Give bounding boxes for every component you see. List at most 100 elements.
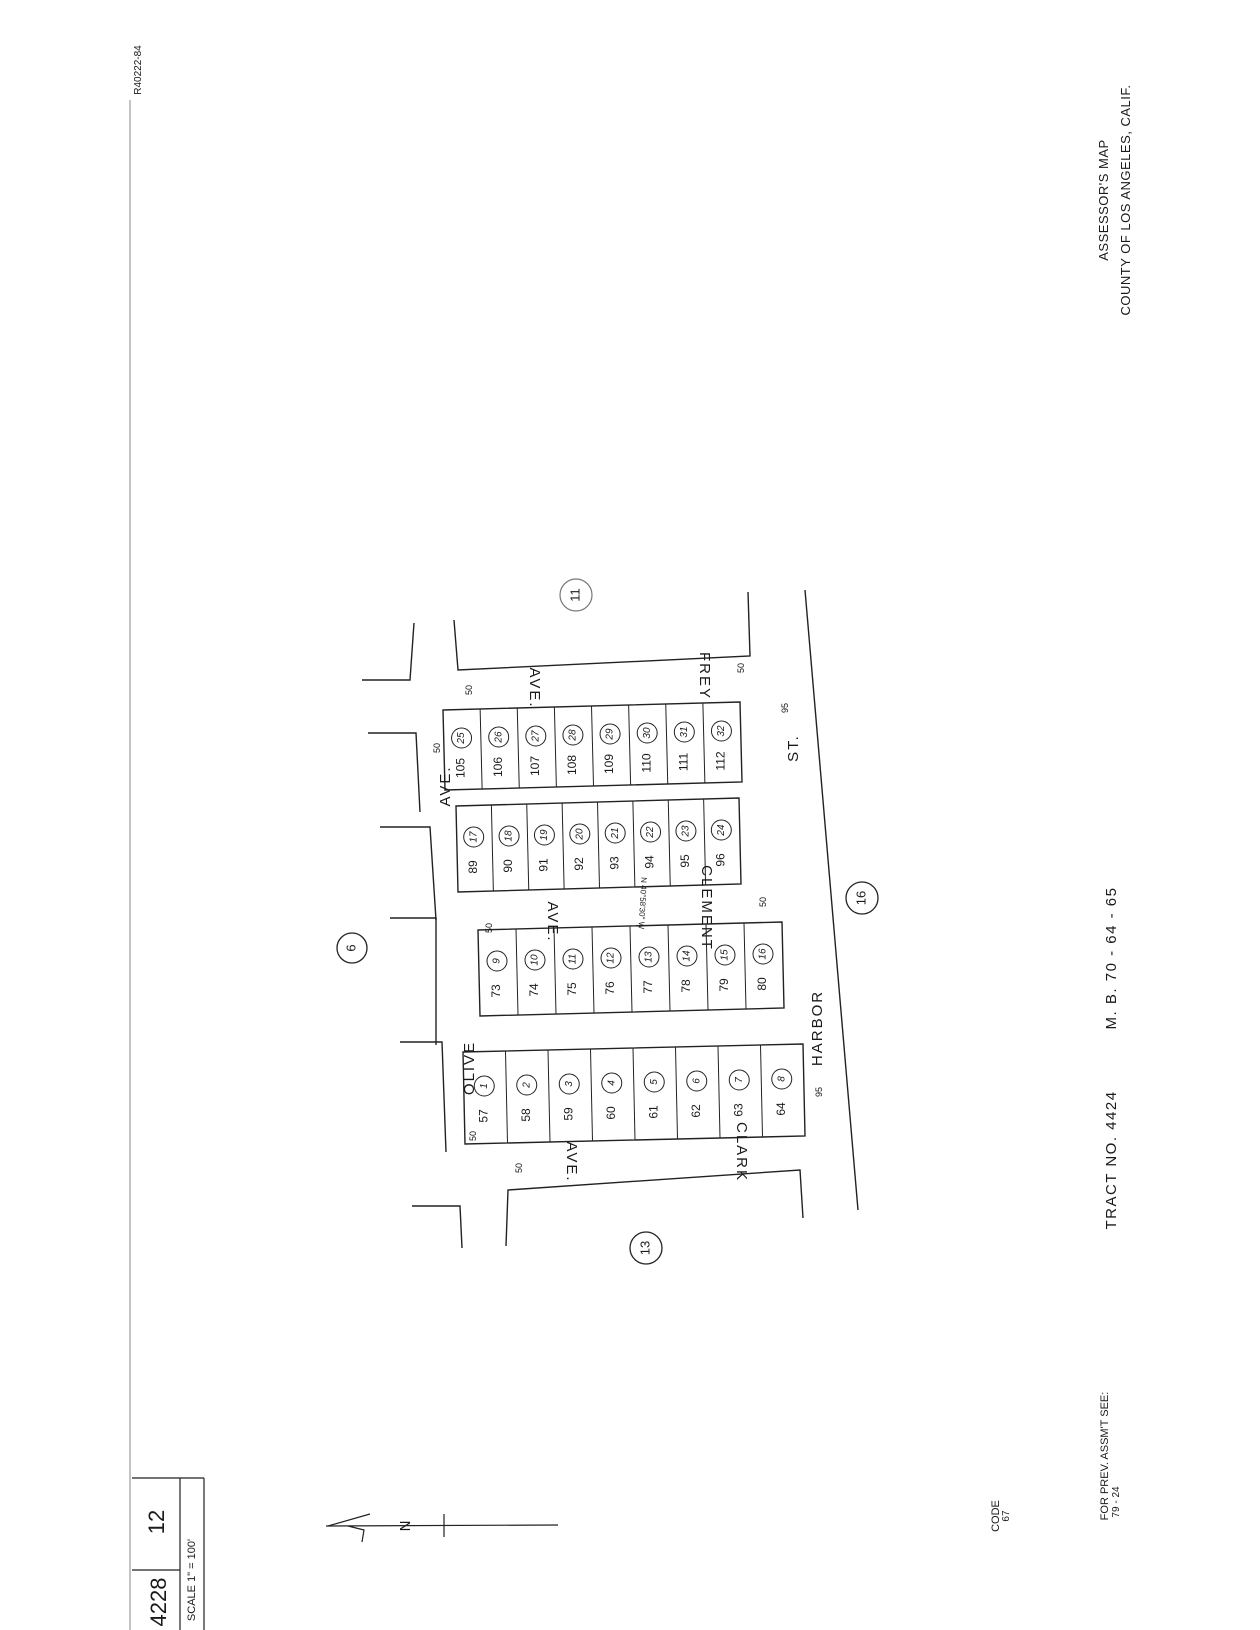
parcel-number: 15 bbox=[720, 949, 731, 961]
lot-block-outline bbox=[477, 921, 785, 1017]
lot-number: 64 bbox=[774, 1102, 788, 1116]
parcel-number: 3 bbox=[564, 1081, 575, 1087]
parcel-circle bbox=[686, 1070, 708, 1092]
lot-number: 80 bbox=[755, 977, 769, 991]
parcel-circle bbox=[771, 1068, 793, 1090]
parcel-circle bbox=[636, 722, 658, 744]
parcel-circle bbox=[710, 819, 732, 841]
block-6-label: 6 bbox=[343, 944, 358, 951]
parcel-number: 24 bbox=[716, 824, 727, 837]
parcel-circle bbox=[714, 944, 736, 966]
lot-number: 60 bbox=[604, 1106, 618, 1120]
lot-line bbox=[547, 1049, 551, 1143]
lot-line bbox=[703, 798, 707, 886]
lot-block-outline bbox=[462, 1043, 806, 1145]
page-index-box bbox=[132, 1477, 205, 1630]
dim-50: 50 bbox=[514, 1163, 524, 1173]
dim-50: 50 bbox=[464, 685, 474, 695]
lot-blocks: 1572583594605616627638649731074117512761… bbox=[442, 701, 806, 1145]
parcel-circle bbox=[676, 945, 698, 967]
lot-number: 90 bbox=[501, 859, 515, 873]
parcel-number: 28 bbox=[568, 729, 579, 742]
lot-number: 63 bbox=[731, 1103, 745, 1117]
lot-number: 73 bbox=[489, 984, 503, 998]
lot-number: 59 bbox=[561, 1107, 575, 1121]
block-11: 11 bbox=[559, 578, 593, 612]
dim-50: 50 bbox=[432, 743, 442, 753]
lot-line bbox=[526, 803, 530, 891]
north-letter: N bbox=[397, 1521, 414, 1532]
prev-assessment-value: 79 - 24 bbox=[1111, 1486, 1122, 1518]
lot-line bbox=[597, 801, 600, 889]
lot-line bbox=[553, 706, 557, 788]
lot-line bbox=[667, 924, 671, 1012]
lot-number: 109 bbox=[602, 754, 616, 774]
street-olive-ave: AVE. bbox=[437, 765, 454, 806]
parcel-number: 8 bbox=[776, 1076, 787, 1082]
parcel-circle bbox=[488, 726, 510, 748]
lot-number: 96 bbox=[713, 853, 727, 867]
lot-number: 76 bbox=[603, 981, 617, 995]
street-harbor-st: ST. bbox=[785, 734, 802, 762]
lot-number: 92 bbox=[572, 857, 586, 871]
lot-line bbox=[553, 927, 557, 1015]
lot-line bbox=[515, 928, 519, 1016]
parcel-circle bbox=[601, 1072, 623, 1094]
lot-line bbox=[667, 799, 671, 887]
parcel-number: 19 bbox=[539, 829, 550, 841]
block-13-label: 13 bbox=[637, 1241, 652, 1255]
lot-number: 95 bbox=[678, 854, 692, 868]
parcel-number: 11 bbox=[568, 954, 579, 964]
lot-number: 89 bbox=[466, 860, 480, 874]
dim-50: 50 bbox=[758, 897, 768, 907]
parcel-number: 29 bbox=[605, 728, 616, 741]
parcel-number: 10 bbox=[530, 954, 541, 966]
lot-line bbox=[591, 926, 595, 1014]
lot-number: 61 bbox=[646, 1105, 660, 1119]
parcel-number: 5 bbox=[649, 1079, 660, 1085]
parcel-circle bbox=[558, 1073, 580, 1095]
lot-line bbox=[717, 1045, 721, 1139]
street-lines bbox=[362, 589, 859, 1249]
map-book-ref: M. B. 70 - 64 - 65 bbox=[1103, 887, 1120, 1030]
parcel-number: 18 bbox=[504, 830, 515, 842]
block-13: 13 bbox=[629, 1231, 663, 1265]
lot-line bbox=[590, 1048, 593, 1142]
lot-number: 62 bbox=[689, 1104, 703, 1118]
lot-line bbox=[632, 1047, 636, 1141]
lot-line bbox=[760, 1044, 763, 1138]
parcel-circle bbox=[604, 822, 626, 844]
parcel-circle bbox=[643, 1071, 665, 1093]
lot-number: 58 bbox=[519, 1108, 533, 1122]
parcel-number: 9 bbox=[492, 958, 503, 964]
lot-line bbox=[628, 704, 632, 786]
page-number: 12 bbox=[144, 1510, 169, 1534]
lot-line bbox=[702, 702, 706, 784]
parcel-number: 4 bbox=[606, 1080, 617, 1086]
lot-number: 111 bbox=[676, 753, 690, 772]
parcel-number: 27 bbox=[530, 730, 541, 743]
parcel-circle bbox=[525, 725, 547, 747]
lot-block-outline bbox=[455, 797, 742, 893]
parcel-number: 25 bbox=[456, 732, 467, 745]
parcel-circle bbox=[569, 823, 591, 845]
lot-number: 57 bbox=[476, 1109, 490, 1123]
parcel-circle bbox=[486, 950, 508, 972]
parcel-number: 1 bbox=[479, 1083, 490, 1089]
lot-line bbox=[629, 925, 633, 1013]
parcel-number: 6 bbox=[691, 1078, 702, 1084]
lot-number: 77 bbox=[641, 980, 655, 994]
lot-line bbox=[490, 804, 494, 892]
parcel-circle bbox=[673, 721, 695, 743]
parcel-circle bbox=[562, 724, 584, 746]
parcel-number: 31 bbox=[679, 726, 690, 737]
lot-number: 112 bbox=[714, 751, 728, 770]
parcel-circle bbox=[562, 948, 584, 970]
lot-number: 91 bbox=[537, 858, 551, 872]
tract-number: TRACT NO. 4424 bbox=[1103, 1090, 1120, 1229]
lot-line bbox=[675, 1046, 678, 1140]
title-line2: COUNTY OF LOS ANGELES, CALIF. bbox=[1118, 85, 1133, 316]
